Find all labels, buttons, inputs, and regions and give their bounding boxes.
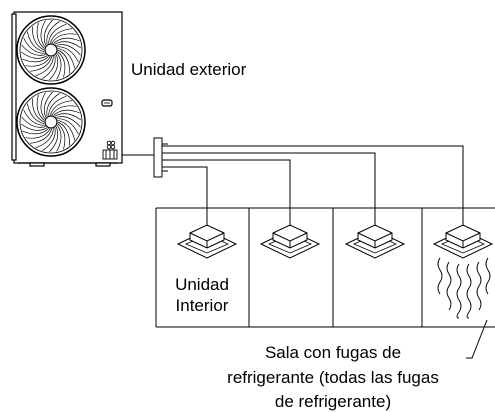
fan-blade [57, 119, 76, 141]
outdoor-fan-bottom [16, 87, 86, 157]
service-panel [102, 140, 118, 160]
indoor-unit-label-line1: Unidad [175, 275, 229, 294]
fan-blade [23, 109, 45, 126]
fan-blade [49, 100, 73, 116]
fan-blade [26, 31, 45, 53]
fan-blade [56, 116, 81, 128]
fan-blade [26, 103, 45, 125]
fan-blade [21, 116, 46, 128]
fan-blade [40, 92, 46, 119]
fan-blade [35, 128, 54, 149]
fan-blade [56, 53, 62, 80]
building [155, 207, 495, 328]
fan-blade [57, 121, 70, 146]
fan-blade [25, 56, 51, 67]
fan-blade [54, 113, 82, 121]
fan-blade [56, 44, 81, 56]
fan-blade [20, 123, 48, 131]
fan-blade [23, 37, 45, 54]
pipe-branch-1 [162, 166, 208, 226]
fan-blade [57, 47, 76, 69]
fan-blade [56, 125, 62, 152]
fan-blade [57, 49, 70, 74]
indoor-unit-1 [177, 224, 237, 259]
fan-blade [21, 44, 46, 56]
refrigerant-piping [122, 137, 464, 226]
indoor-unit-label-line2: Interior [176, 296, 229, 315]
fan-blade [43, 91, 53, 118]
fan-blade [20, 51, 48, 59]
fan-blade [43, 19, 53, 46]
fan-blade [29, 56, 53, 72]
fan-blade [32, 26, 45, 51]
fan-blade [35, 56, 54, 77]
leak-room-label-line1: Sala con fugas de [265, 343, 401, 362]
fan-blade [48, 23, 67, 44]
pipe-branch-3 [162, 152, 376, 226]
fan-blade [42, 127, 56, 151]
refrigerant-leak-plume [437, 257, 491, 319]
outdoor-fan-top [16, 15, 86, 85]
fan-blade [49, 54, 59, 81]
leak-room-leader [466, 319, 488, 359]
fan-blade [51, 105, 77, 116]
pipe-branch-2 [162, 159, 291, 226]
indoor-unit-3 [345, 224, 405, 259]
leak-room-label-line3: de refrigerante) [275, 392, 391, 411]
fan-blade [53, 109, 80, 116]
fan-blade [48, 95, 67, 116]
leak-room-label-line2: refrigerante (todas las fugas [227, 368, 439, 387]
fan-blade [32, 98, 45, 123]
handle-icon [101, 99, 113, 107]
fan-blade [57, 51, 66, 78]
indoor-unit-4-leaking [433, 224, 493, 259]
fan-blade [57, 123, 66, 150]
fan-blade [40, 20, 46, 47]
fan-blade [51, 33, 77, 44]
fan-blade [22, 56, 49, 63]
pipe-branch-4 [162, 145, 464, 226]
fan-blade [49, 28, 73, 44]
fan-blade [57, 118, 79, 135]
outdoor-unit-label: Unidad exterior [131, 60, 247, 79]
fan-blade [49, 126, 59, 153]
fan-blade [54, 41, 82, 49]
fan-blade [36, 22, 45, 49]
fan-blade [22, 128, 49, 135]
indoor-unit-2 [260, 224, 320, 259]
fan-blade [25, 128, 51, 139]
distributor-manifold [153, 137, 163, 178]
fan-blade [57, 46, 79, 63]
fan-blade [53, 37, 80, 44]
fan-blade [36, 94, 45, 121]
fan-blade [46, 93, 60, 117]
fan-blade [29, 128, 53, 144]
fan-blade [42, 55, 56, 79]
fan-blade [46, 21, 60, 45]
outdoor-unit [11, 11, 123, 167]
